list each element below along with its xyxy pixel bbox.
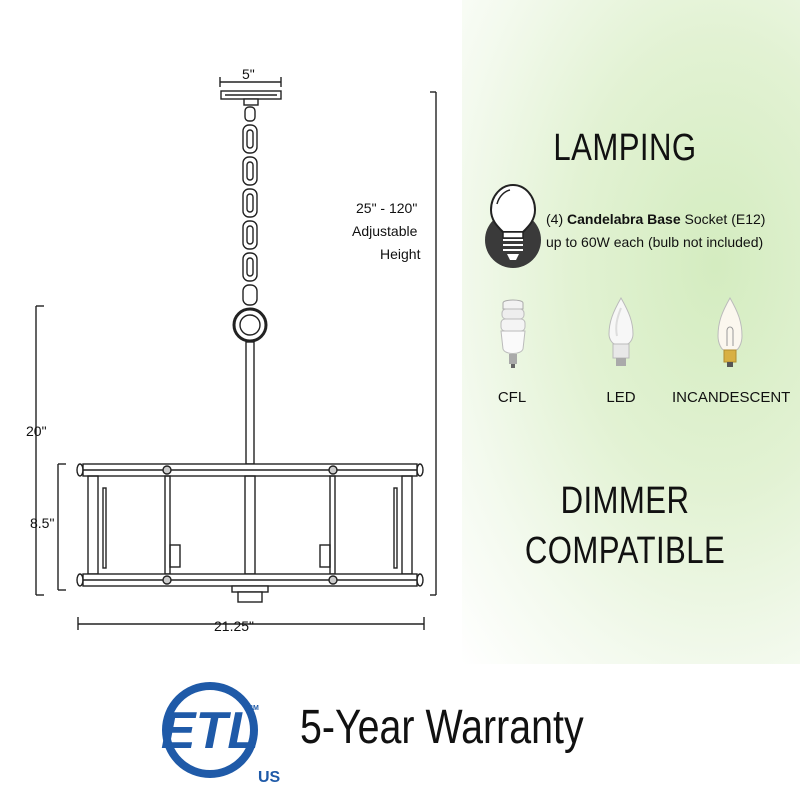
etl-certification-logo: ETL CM US [161, 682, 281, 786]
lamping-line2: up to 60W each (bulb not included) [546, 234, 764, 250]
svg-text:US: US [258, 769, 281, 786]
diameter-label: 21.25" [214, 618, 255, 634]
dimmer-line2: COMPATIBLE [524, 530, 726, 572]
height-word-label: Height [380, 246, 421, 262]
base-type: Candelabra Base [567, 211, 681, 227]
bulb-label-led: LED [606, 389, 636, 406]
incandescent-bulb-icon [717, 296, 743, 367]
canopy-width-label: 5" [242, 66, 255, 82]
lamping-line1: (4) Candelabra Base Socket (E12) [546, 211, 765, 227]
socket-type: Socket (E12) [684, 211, 766, 227]
bulb-label-incandescent: INCANDESCENT [672, 389, 791, 406]
led-bulb-icon [608, 296, 634, 366]
svg-text:ETL: ETL [161, 702, 259, 760]
warranty-text: 5-Year Warranty [300, 701, 584, 754]
height-range-label: 25" - 120" [356, 200, 418, 216]
bulb-count: (4) [546, 211, 564, 227]
candelabra-bulb-icon [485, 183, 541, 268]
dimmer-line1: DIMMER [560, 480, 690, 522]
lamping-title: LAMPING [553, 127, 697, 169]
svg-text:CM: CM [248, 705, 259, 712]
bulb-label-cfl: CFL [497, 389, 527, 406]
body-height-label: 8.5" [30, 515, 55, 531]
overall-height-label: 20" [26, 423, 47, 439]
adjustable-label: Adjustable [352, 223, 418, 239]
cfl-bulb-icon [500, 299, 526, 368]
